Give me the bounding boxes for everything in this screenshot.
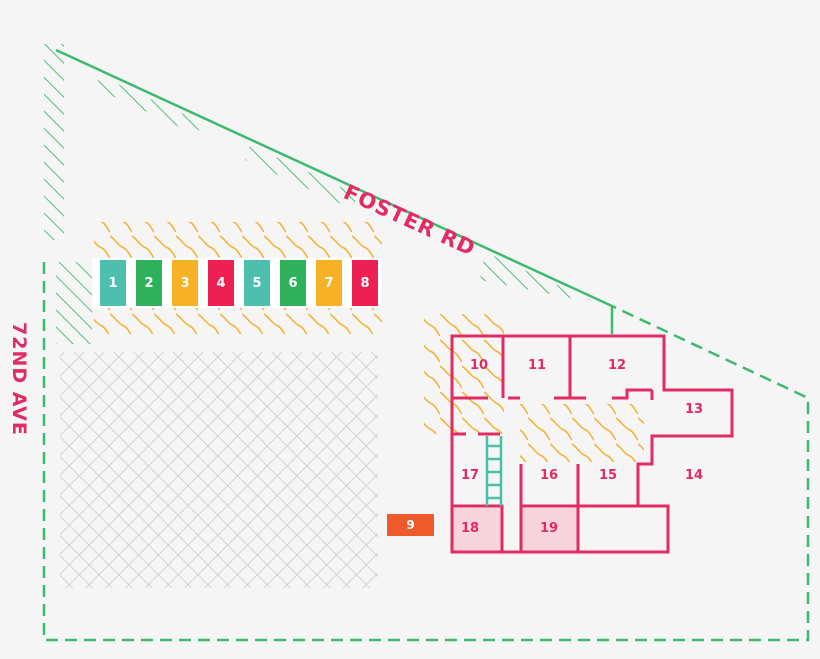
- room-12[interactable]: 12: [607, 358, 627, 373]
- stall-8[interactable]: 8: [352, 260, 378, 306]
- room-17[interactable]: 17: [460, 468, 480, 483]
- room-16[interactable]: 16: [539, 468, 559, 483]
- parking-lot-area: [60, 352, 378, 588]
- room-19[interactable]: 19: [539, 521, 559, 536]
- room-18[interactable]: 18: [460, 521, 480, 536]
- stall-7[interactable]: 7: [316, 260, 342, 306]
- building-floorplan: [450, 334, 734, 554]
- stall-1[interactable]: 1: [100, 260, 126, 306]
- room-14[interactable]: 14: [684, 468, 704, 483]
- stall-4[interactable]: 4: [208, 260, 234, 306]
- room-15[interactable]: 15: [598, 468, 618, 483]
- room-13[interactable]: 13: [684, 402, 704, 417]
- stall-6[interactable]: 6: [280, 260, 306, 306]
- stair-icon: [485, 436, 503, 506]
- green-hatch-areas: [44, 44, 590, 344]
- room-10[interactable]: 10: [469, 358, 489, 373]
- room-11[interactable]: 11: [527, 358, 547, 373]
- stall-3[interactable]: 3: [172, 260, 198, 306]
- stall-2[interactable]: 2: [136, 260, 162, 306]
- room-19-fill: [521, 508, 577, 552]
- stall-5[interactable]: 5: [244, 260, 270, 306]
- unit-9[interactable]: 9: [387, 514, 434, 536]
- room-18-fill: [452, 526, 502, 552]
- street-label-72nd-ave: 72ND AVE: [8, 322, 30, 436]
- property-boundary: [42, 48, 810, 642]
- parking-stalls: 1 2 3 4 5 6 7 8: [100, 260, 380, 306]
